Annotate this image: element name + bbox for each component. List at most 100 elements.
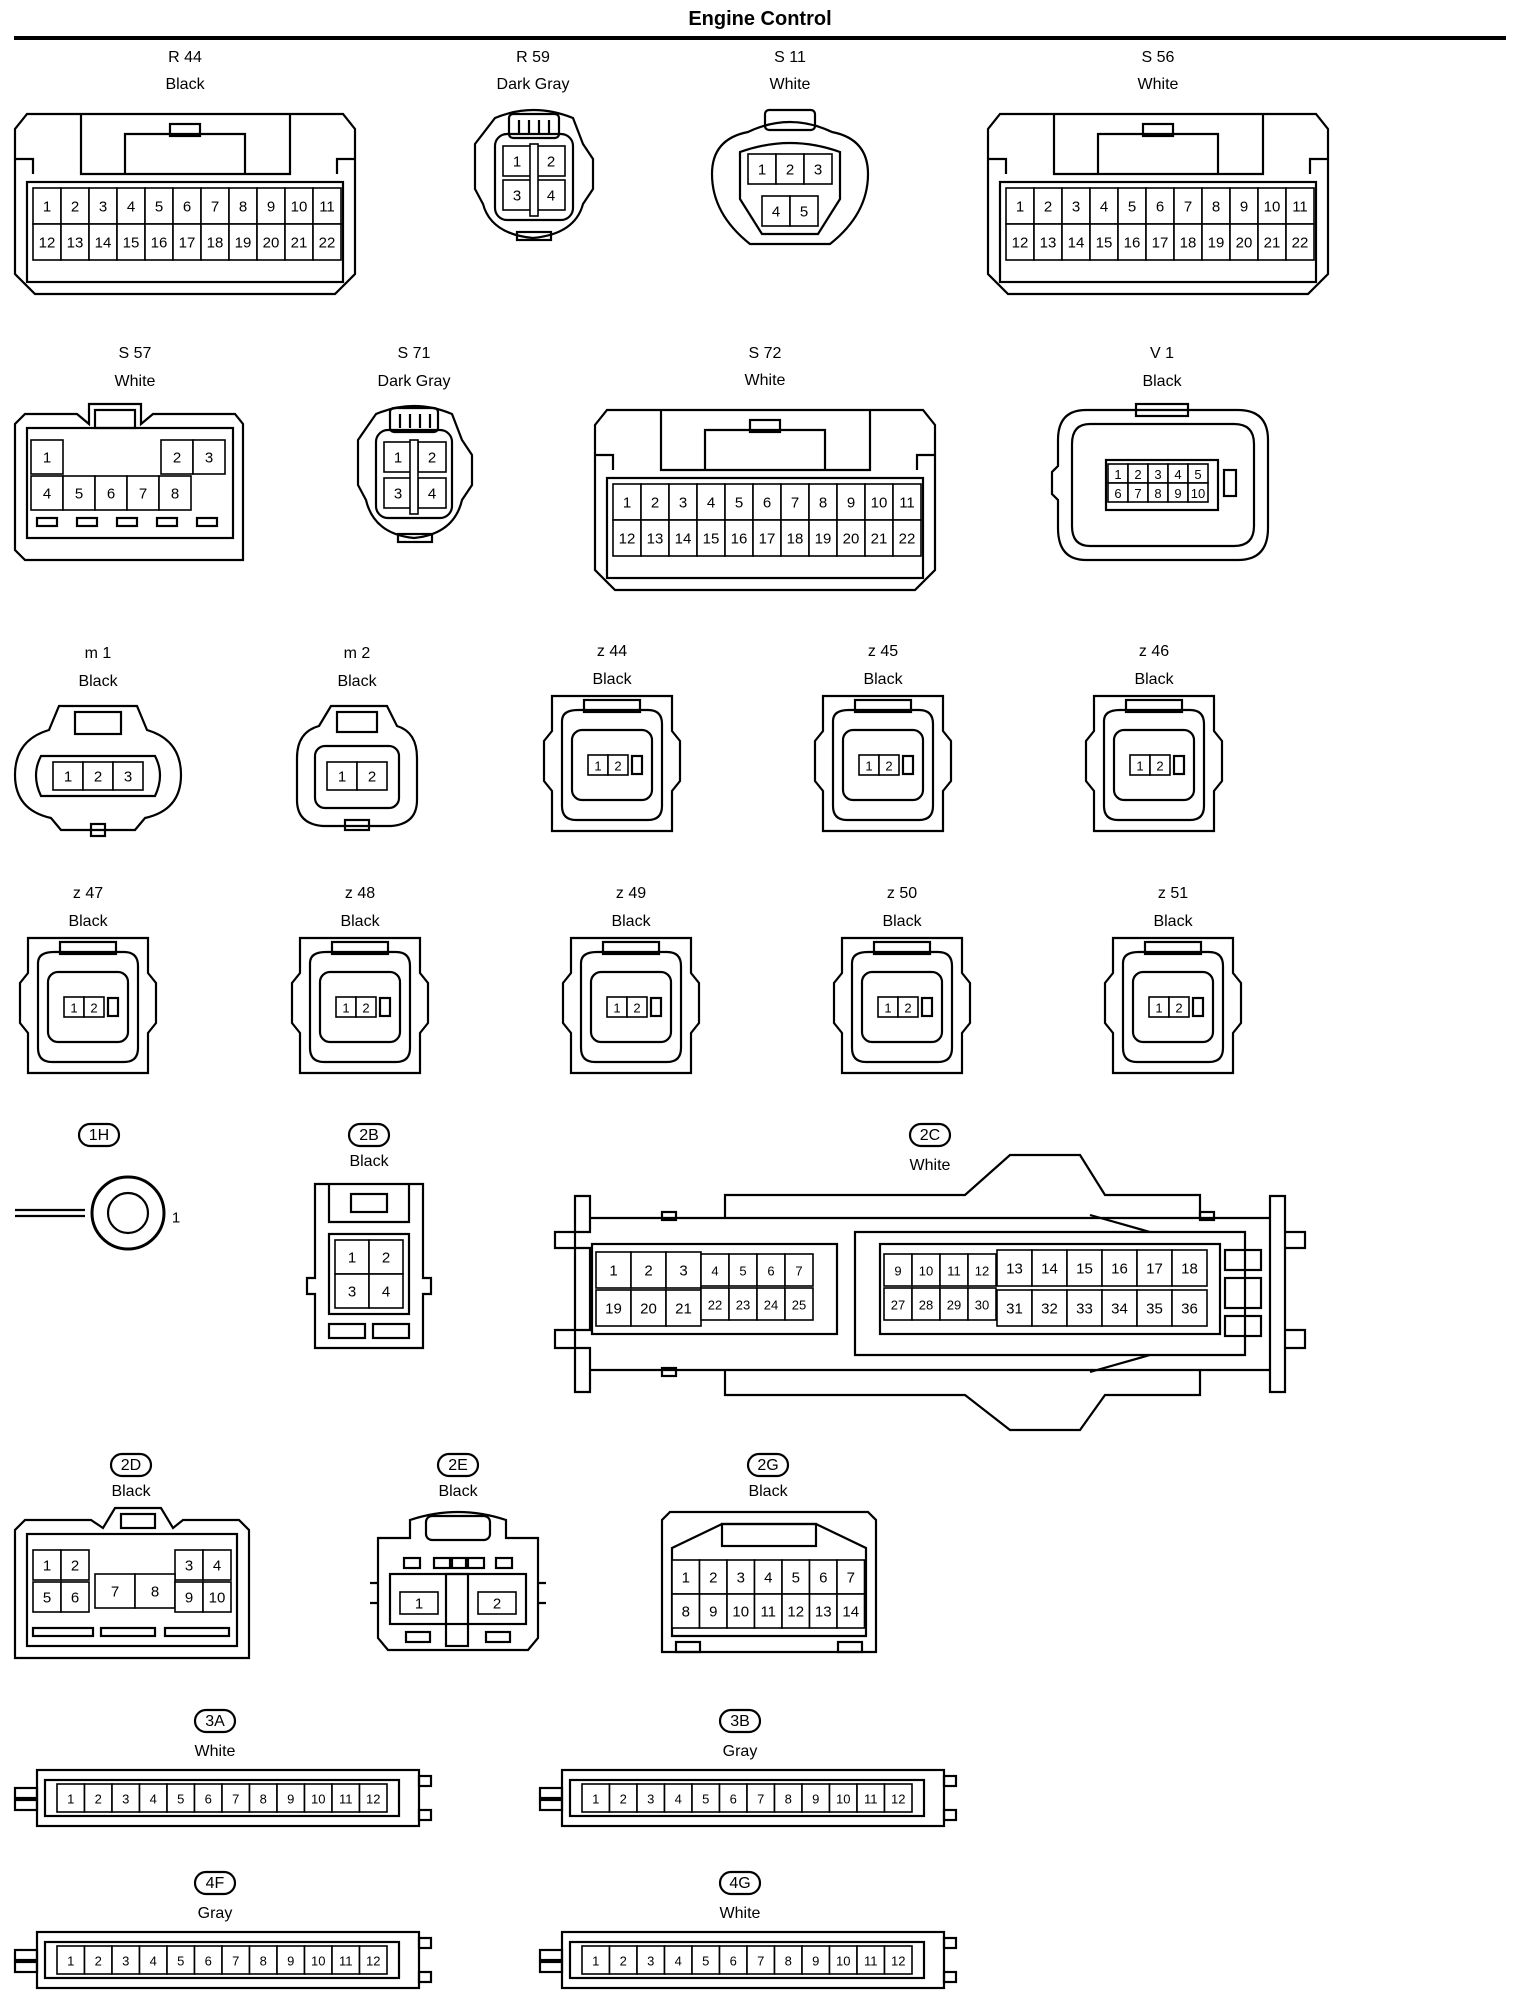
connector-code: m 2 [344,645,371,662]
pin-label: 3 [679,495,687,512]
pin-label: 2 [885,759,892,774]
pin-label: 16 [151,235,168,252]
pin-label: 6 [1114,486,1121,501]
pin-label: 3 [205,450,213,467]
connector-color: Black [748,1483,788,1500]
pin-label: 6 [767,1264,774,1279]
pin-label: 5 [792,1570,800,1587]
pin-label: 5 [702,1792,709,1807]
connector-1h: 1H1 [15,1122,180,1251]
pin-label: 9 [894,1264,901,1279]
pin-label: 23 [736,1298,750,1313]
badge-oval [718,1708,762,1734]
pin-label: 11 [899,495,915,512]
pin-label: 1 [623,495,631,512]
pin-label: 19 [1208,235,1225,252]
pin-label: 8 [260,1954,267,1969]
pin-label: 10 [919,1264,933,1279]
pin-label: 35 [1146,1301,1163,1318]
pin-label: 1 [342,1001,349,1016]
connector-color: Black [438,1483,478,1500]
pin-label: 8 [1212,199,1220,216]
pin-label: 6 [107,486,115,503]
badge-oval [109,1452,153,1478]
pin-label: 3 [513,188,521,205]
pin-label: 9 [847,495,855,512]
pin-label: 19 [605,1301,622,1318]
pin-label: 11 [760,1604,776,1621]
pin-label: 9 [812,1954,819,1969]
connector-code: 1H [89,1127,109,1144]
pin-label: 17 [1152,235,1169,252]
pin-label: 1 [682,1570,690,1587]
pin-label: 2 [633,1001,640,1016]
pin-label: 2 [90,1001,97,1016]
badge-oval [718,1870,762,1896]
pin-label: 4 [764,1570,772,1587]
connector-code: R 59 [516,49,550,66]
pin-label: 20 [640,1301,657,1318]
pin-label: 14 [675,531,692,548]
badge-oval [908,1122,952,1148]
pin-label: 1 [609,1263,617,1280]
pin-label: 5 [75,486,83,503]
pin-label: 3 [647,1792,654,1807]
pin-label: 12 [787,1604,804,1621]
connector-color: White [720,1905,761,1922]
pin-label: 12 [891,1954,905,1969]
pin-label: 9 [185,1590,193,1607]
page-title: Engine Control [688,8,832,30]
pin-label: 3 [647,1954,654,1969]
connector-code: 4G [729,1875,750,1892]
pin-label: 1 [592,1954,599,1969]
pin-label: 7 [795,1264,802,1279]
pin-label: 5 [177,1792,184,1807]
pin-label: 10 [836,1954,850,1969]
pin-label: 8 [785,1954,792,1969]
pin-label: 15 [123,235,140,252]
connector-code: z 49 [616,885,646,902]
pin-label: 8 [151,1584,159,1601]
pin-label: 2 [1175,1001,1182,1016]
pin-label: 6 [71,1590,79,1607]
pin-label: 1 [613,1001,620,1016]
pin-label: 3 [814,162,822,179]
pin-label: 1 [594,759,601,774]
pin-label: 1 [884,1001,891,1016]
connector-color: Dark Gray [378,373,451,390]
pin-label: 4 [1100,199,1108,216]
pin-label: 1 [1136,759,1143,774]
pin-label: 4 [547,188,555,205]
pin-label: 14 [842,1604,859,1621]
pin-label: 9 [812,1792,819,1807]
badge-oval [436,1452,480,1478]
pin-label: 4 [150,1792,157,1807]
pin-label: 3 [124,769,132,786]
connector-color: Black [611,913,651,930]
pin-label: 1 [70,1001,77,1016]
connector-code: z 47 [73,885,103,902]
connector-code: S 72 [749,345,782,362]
pin-label: 7 [232,1792,239,1807]
pin-label: 7 [111,1584,119,1601]
connector-code: z 46 [1139,643,1169,660]
pin-label: 3 [679,1263,687,1280]
pin-label: 18 [787,531,804,548]
pin-label: 8 [819,495,827,512]
pin-label: 1 [43,1558,51,1575]
pin-label: 13 [1006,1261,1023,1278]
pin-label: 20 [263,235,280,252]
pin-label: 6 [183,199,191,216]
pin-label: 36 [1181,1301,1198,1318]
pin-label: 17 [179,235,196,252]
